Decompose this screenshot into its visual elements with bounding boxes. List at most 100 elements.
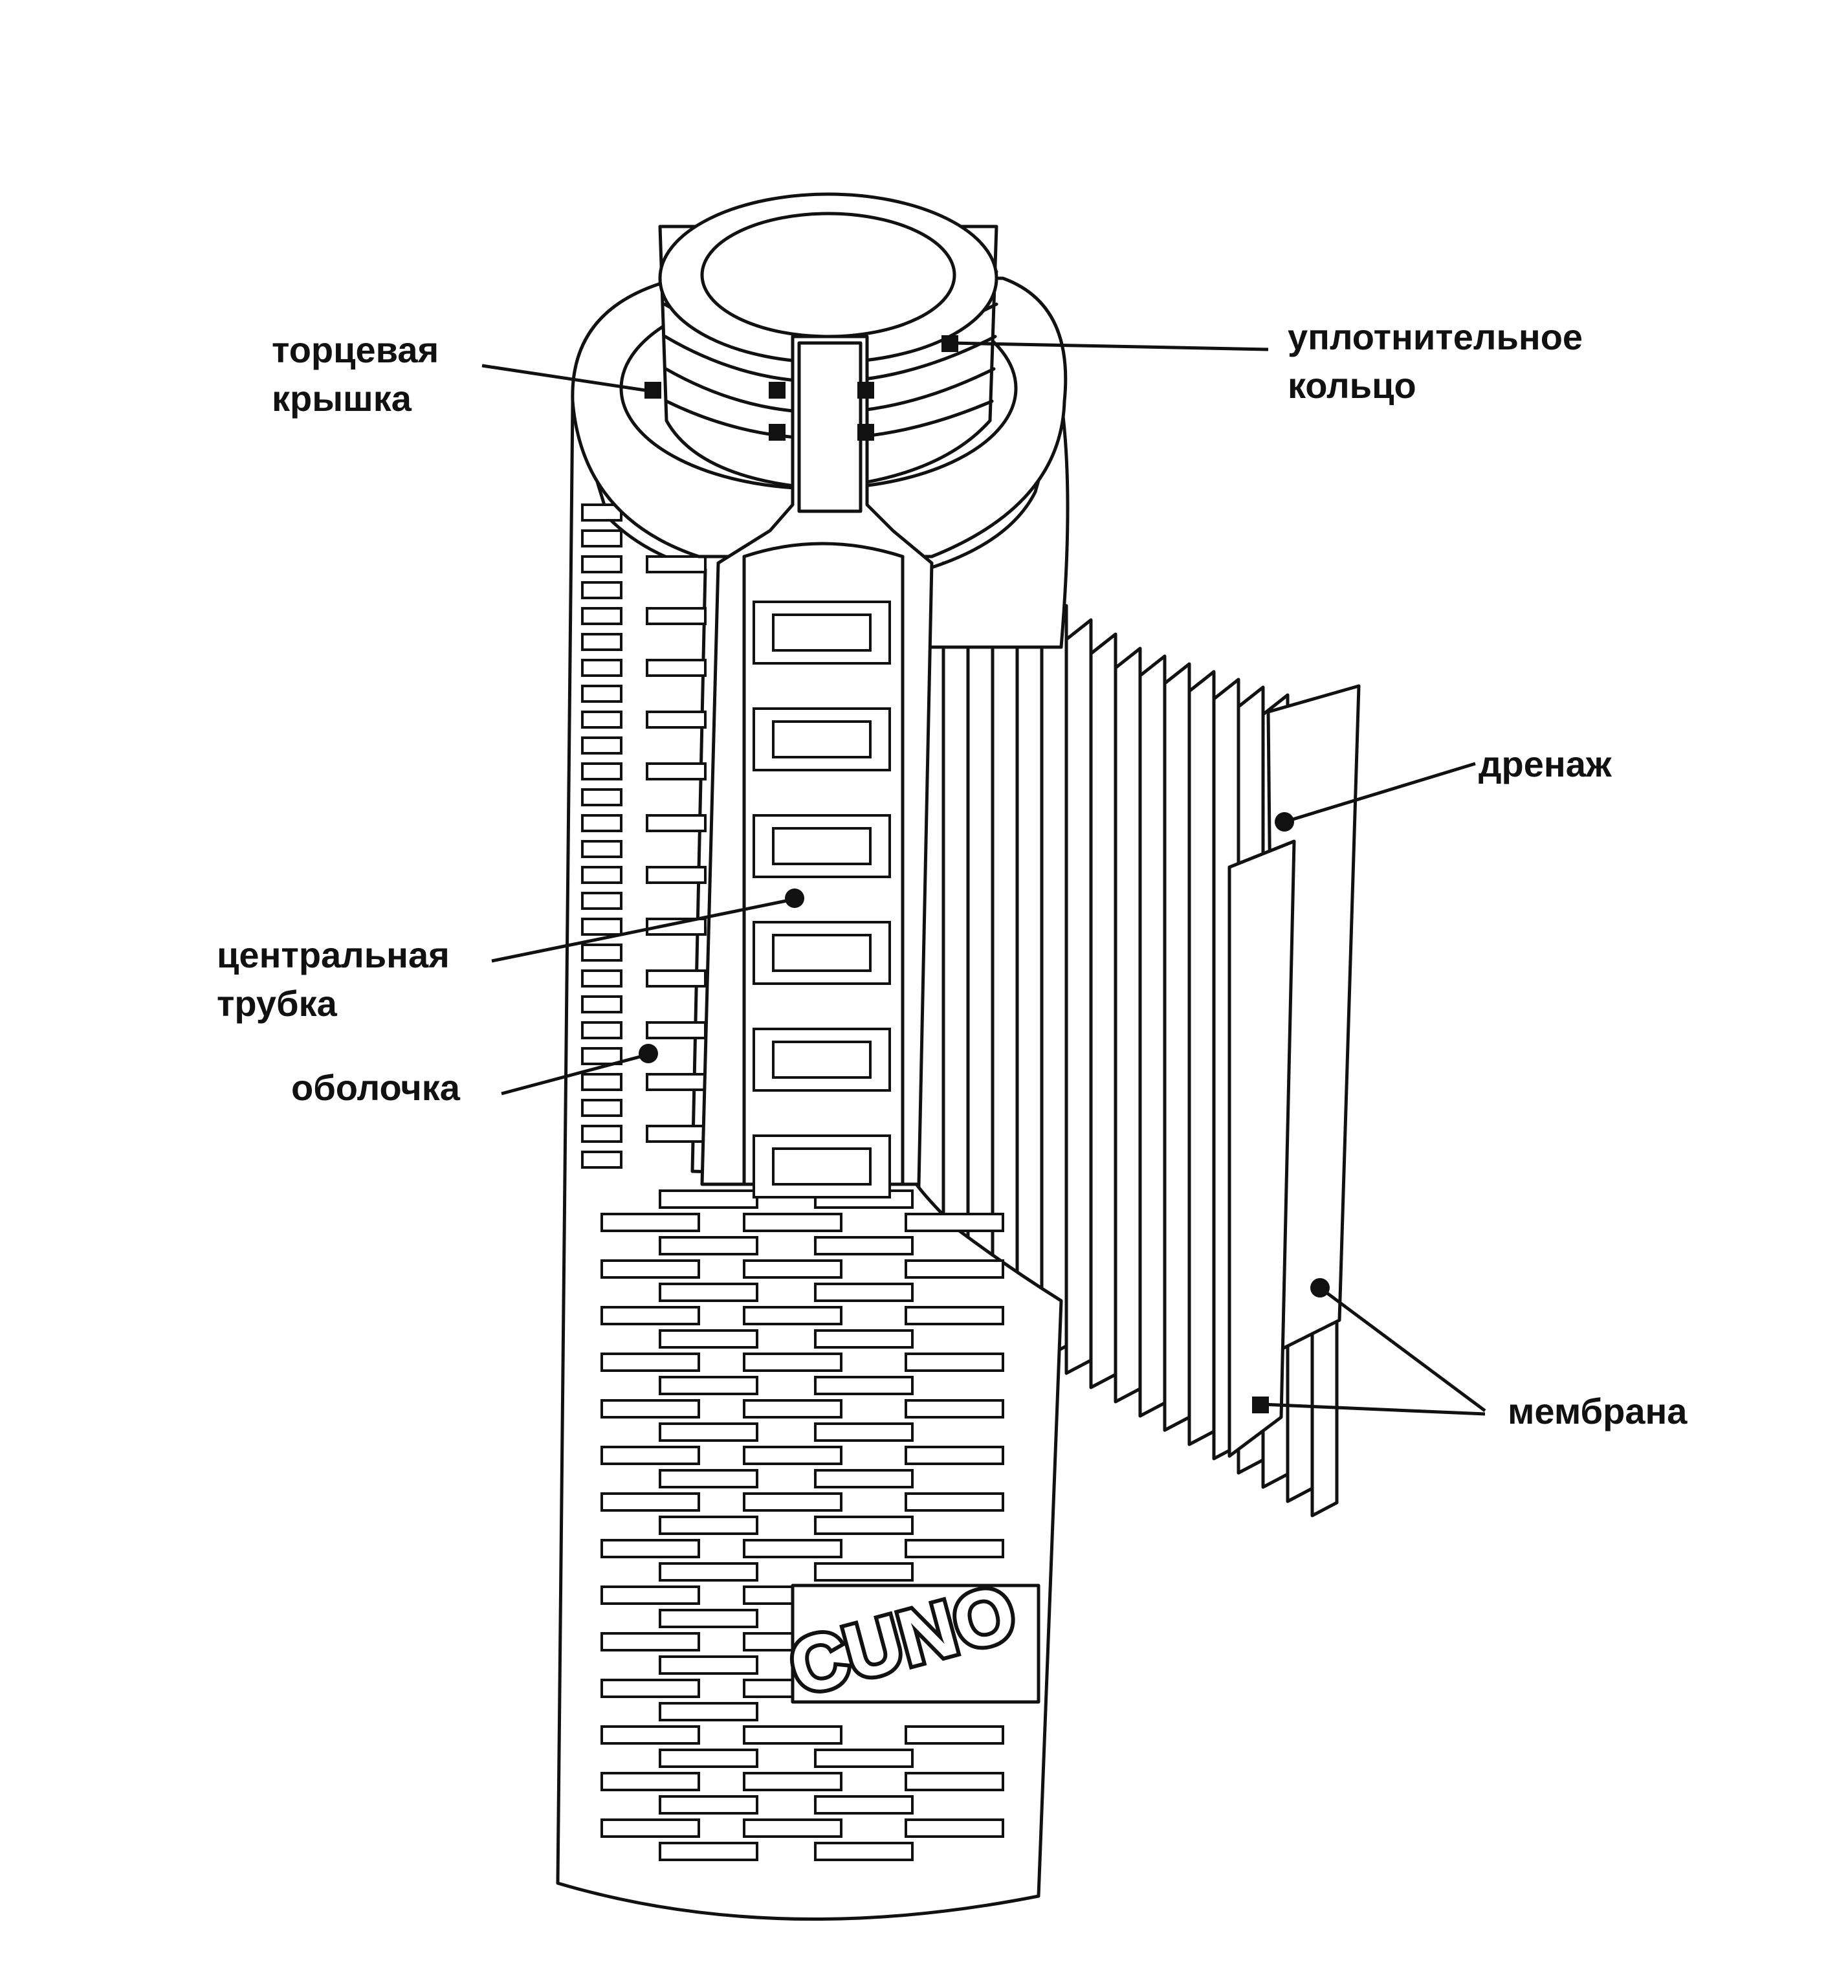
shell-slot <box>905 1306 1004 1325</box>
shell-slot <box>814 1795 914 1815</box>
shell-slot <box>581 1021 622 1039</box>
shell-slot <box>581 685 622 703</box>
shell-slot <box>743 1492 842 1512</box>
shell-slot <box>659 1236 758 1255</box>
shell-slot <box>581 969 622 988</box>
shell-slot <box>905 1213 1004 1232</box>
tube-window-inner <box>772 720 872 758</box>
shell-slot <box>646 1125 707 1143</box>
label-shell: оболочка <box>291 1067 461 1108</box>
shell-slot <box>646 969 707 988</box>
shell-slot <box>600 1585 700 1605</box>
shell-slot <box>581 633 622 651</box>
shell-slot <box>581 995 622 1013</box>
shell-slot <box>743 1446 842 1465</box>
label-drainage: дренаж <box>1479 744 1612 784</box>
shell-slot <box>905 1353 1004 1372</box>
shell-slot <box>659 1422 758 1442</box>
membrane-pleat <box>1187 670 1216 1446</box>
shell-slot <box>743 1399 842 1419</box>
center-tube <box>700 335 934 1198</box>
shell-slot <box>905 1492 1004 1512</box>
shell-slot <box>659 1562 758 1582</box>
membrane-pleat <box>1114 646 1142 1404</box>
shell-slot <box>600 1306 700 1325</box>
shell-slot <box>814 1283 914 1302</box>
membrane-pleat <box>1015 590 1044 1347</box>
membrane-pleat <box>1138 654 1167 1418</box>
shell-slot <box>659 1842 758 1861</box>
shell-slot <box>646 762 707 780</box>
shell-slot <box>659 1655 758 1675</box>
shell-slot <box>646 555 707 573</box>
shell-slot <box>600 1725 700 1745</box>
shell-slot <box>905 1446 1004 1465</box>
shell-slot <box>581 555 622 573</box>
shell-slot <box>659 1469 758 1488</box>
shell-slot <box>581 581 622 599</box>
tube-window-inner <box>772 1147 872 1186</box>
shell-slot <box>646 918 707 936</box>
shell-slot <box>581 1073 622 1091</box>
leader-lines <box>481 335 1486 1416</box>
shell-slot <box>659 1795 758 1815</box>
shell-slot <box>600 1492 700 1512</box>
shell-slot <box>581 736 622 755</box>
shell-slot <box>905 1539 1004 1558</box>
shell-slot <box>659 1189 758 1209</box>
shell-slot <box>905 1818 1004 1838</box>
shell-slot <box>659 1516 758 1535</box>
label-membrane: мембрана <box>1508 1391 1688 1431</box>
shell-slot <box>743 1725 842 1745</box>
shell-slot <box>743 1539 842 1558</box>
outer-shell <box>556 399 1070 1921</box>
shell-slot <box>814 1329 914 1349</box>
shell-slot <box>581 892 622 910</box>
center-tube-windows <box>753 601 891 1198</box>
shell-slot <box>659 1609 758 1628</box>
shell-slot <box>659 1283 758 1302</box>
shell-slot <box>646 814 707 832</box>
shell-slot <box>646 659 707 677</box>
shell-slot <box>659 1329 758 1349</box>
shell-slot <box>659 1702 758 1721</box>
shell-slot <box>581 788 622 806</box>
shell-slot <box>743 1306 842 1325</box>
shell-slot <box>581 607 622 625</box>
shell-slot <box>743 1259 842 1279</box>
shell-slot <box>581 918 622 936</box>
shell-slot <box>743 1818 842 1838</box>
shell-slots <box>581 503 1004 1861</box>
shell-slot <box>646 1021 707 1039</box>
shell-slot <box>600 1213 700 1232</box>
tube-window-inner <box>772 827 872 865</box>
shell-slot <box>581 1151 622 1169</box>
shell-slot <box>600 1679 700 1698</box>
labels: торцевая крышка уплотнительное кольцо др… <box>217 316 1688 1431</box>
shell-slot <box>600 1632 700 1651</box>
label-o-ring: уплотнительное кольцо <box>1288 316 1593 406</box>
shell-slot <box>905 1259 1004 1279</box>
tube-window-inner <box>772 613 872 652</box>
membrane-sheet <box>1227 839 1296 1458</box>
membrane-pleat <box>1089 632 1117 1389</box>
shell-slot <box>581 1125 622 1143</box>
shell-slot <box>814 1749 914 1768</box>
shell-slot <box>743 1213 842 1232</box>
shell-slot <box>659 1376 758 1395</box>
shell-slot <box>743 1772 842 1791</box>
shell-slot <box>659 1749 758 1768</box>
shell-slot <box>581 711 622 729</box>
cuno-logo: CUNO <box>777 1565 1040 1716</box>
membrane-pleat <box>1040 604 1068 1361</box>
shell-slot <box>743 1353 842 1372</box>
shell-slot <box>600 1259 700 1279</box>
shell-slot <box>581 866 622 884</box>
shell-slot <box>581 814 622 832</box>
shell-slot <box>600 1446 700 1465</box>
shell-slot <box>814 1376 914 1395</box>
shell-slot <box>600 1818 700 1838</box>
shell-slot <box>600 1353 700 1372</box>
shell-slot <box>905 1772 1004 1791</box>
